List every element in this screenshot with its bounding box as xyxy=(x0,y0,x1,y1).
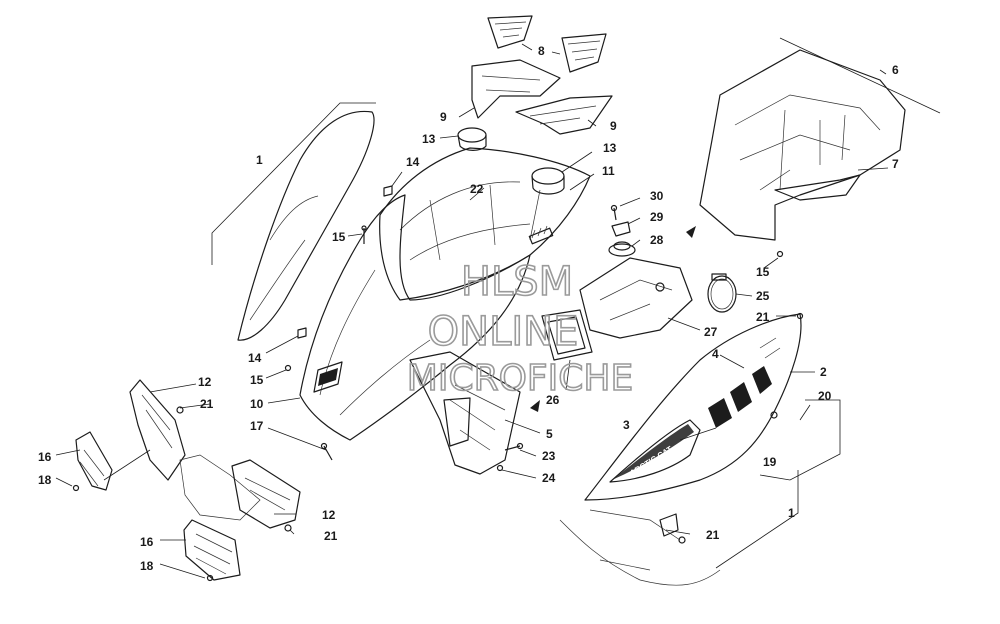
callout-18-lower: 18 xyxy=(140,559,154,573)
callout-26: 26 xyxy=(546,393,560,407)
callout-7: 7 xyxy=(892,157,899,171)
part-13-grommets xyxy=(439,127,593,195)
callout-13-left: 13 xyxy=(422,132,436,146)
callout-21-right-upper: 21 xyxy=(756,310,770,324)
lower-right-bracket xyxy=(559,470,799,586)
part-10-hood xyxy=(267,194,531,441)
callout-1-left: 1 xyxy=(256,153,263,167)
callout-15-upper: 15 xyxy=(332,230,346,244)
arctic-cat-decal-text: ARCTIC CAT xyxy=(628,444,674,477)
part-16-upper-left-grille xyxy=(55,431,151,492)
part-27-air-duct xyxy=(579,257,701,339)
callout-23: 23 xyxy=(542,449,556,463)
part-1-left-side-panel xyxy=(211,102,376,341)
callout-15-right: 15 xyxy=(756,265,770,279)
callout-14-upper: 14 xyxy=(406,155,420,169)
part-6-console-tray xyxy=(686,37,941,241)
callout-10: 10 xyxy=(250,397,264,411)
part-12-lower-left-bracket xyxy=(129,379,211,481)
callout-22: 22 xyxy=(470,182,484,196)
callout-11: 11 xyxy=(602,164,615,178)
callout-5: 5 xyxy=(546,427,553,441)
callout-29: 29 xyxy=(650,210,664,224)
watermark-line-2: ONLINE xyxy=(428,309,579,355)
callout-9-right: 9 xyxy=(610,119,617,133)
callout-25: 25 xyxy=(756,289,770,303)
part-26-seal xyxy=(541,309,593,391)
callout-24: 24 xyxy=(542,471,556,485)
part-11-upper-hood-frame xyxy=(379,147,595,301)
lower-left-frame xyxy=(179,454,301,535)
callout-19: 19 xyxy=(763,455,777,469)
callout-4: 4 xyxy=(712,347,719,361)
callout-30: 30 xyxy=(650,189,664,203)
callout-17: 17 xyxy=(250,419,264,433)
callout-2: 2 xyxy=(820,365,827,379)
callout-labels: 1 1 2 3 4 5 6 7 8 9 9 10 11 12 12 13 13 … xyxy=(38,44,899,573)
callout-18-upper: 18 xyxy=(38,473,52,487)
callout-16-lower: 16 xyxy=(140,535,154,549)
callout-14-lower: 14 xyxy=(248,351,262,365)
watermark: HLSM ONLINE MICROFICHE xyxy=(406,258,634,400)
part-16-lower-left-grille xyxy=(159,519,241,582)
callout-21-lower-left: 21 xyxy=(324,529,338,543)
callout-27: 27 xyxy=(704,325,718,339)
callout-1-right: 1 xyxy=(788,506,795,520)
callout-6: 6 xyxy=(892,63,899,77)
callout-13-right: 13 xyxy=(603,141,617,155)
fasteners xyxy=(265,171,804,479)
watermark-line-3: MICROFICHE xyxy=(407,358,633,399)
callout-21-upper-left: 21 xyxy=(200,397,214,411)
part-28-30-cap-assembly xyxy=(608,197,641,257)
callout-28: 28 xyxy=(650,233,664,247)
callout-12-lower: 12 xyxy=(322,508,336,522)
callout-3: 3 xyxy=(623,418,630,432)
callout-21-right-lower: 21 xyxy=(706,528,720,542)
part-2-right-side-panel: ARCTIC CAT xyxy=(584,313,841,501)
part-8-vent-grilles xyxy=(487,15,607,73)
callout-8: 8 xyxy=(538,44,545,58)
callout-12-upper: 12 xyxy=(198,375,212,389)
callout-20: 20 xyxy=(818,389,832,403)
part-5-lower-panel xyxy=(409,351,541,475)
callout-16-upper: 16 xyxy=(38,450,52,464)
part-25-clamp xyxy=(707,273,753,313)
callout-15-lower: 15 xyxy=(250,373,264,387)
watermark-line-1: HLSM xyxy=(461,259,573,305)
callout-9-left: 9 xyxy=(440,110,447,124)
part-9-vent-housings xyxy=(458,59,613,135)
